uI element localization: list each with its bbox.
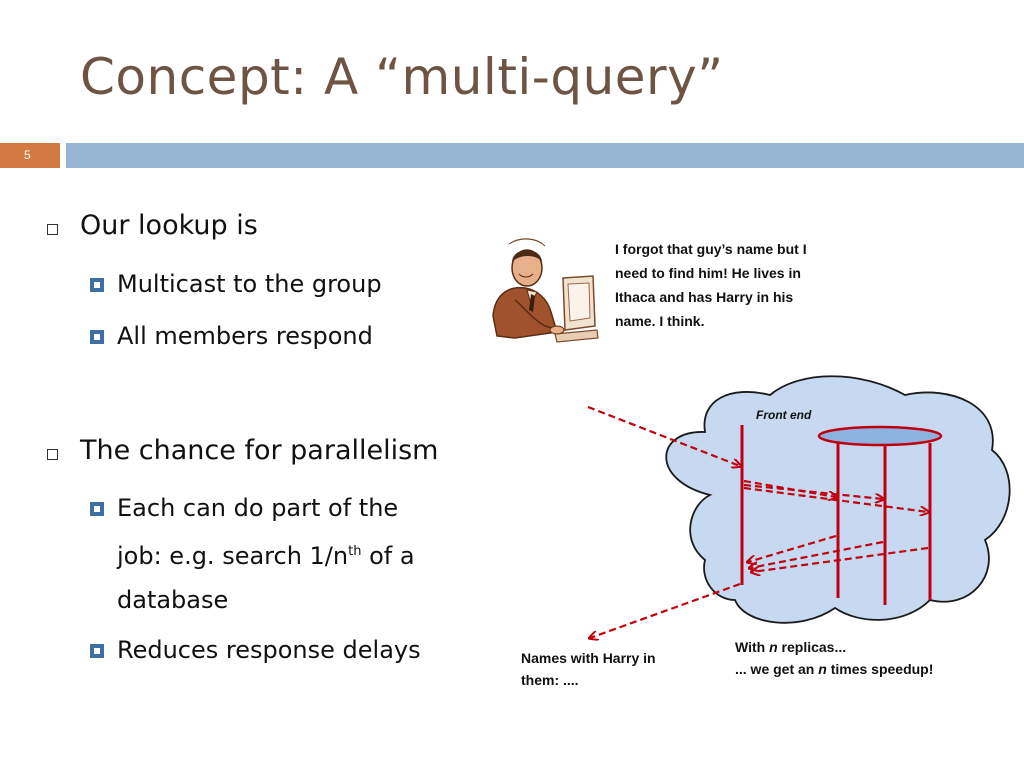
person-at-computer-icon <box>492 238 599 343</box>
front-end-label: Front end <box>756 408 812 422</box>
return-arrow <box>750 540 884 568</box>
fanout-arrow <box>743 483 883 499</box>
text-line: name. I think. <box>615 313 705 329</box>
text-line: database <box>117 586 229 614</box>
database-top <box>817 425 943 447</box>
text-line: ... we get an <box>735 661 819 677</box>
result-arrow <box>590 582 741 638</box>
slide-number: 5 <box>24 148 31 162</box>
query-arrow <box>587 405 740 466</box>
sub-bullet-marker <box>90 644 104 658</box>
text-line: times speedup! <box>826 661 934 677</box>
return-arrow <box>752 546 929 572</box>
text-line: replicas... <box>777 639 847 655</box>
sub-bullet-all-respond: All members respond <box>117 322 373 350</box>
italic-n: n <box>818 661 827 677</box>
sub-bullet-marker <box>90 278 104 292</box>
return-arrow <box>748 534 837 562</box>
text-line: of a <box>361 542 415 570</box>
callout-text: I forgot that guy’s name but I need to f… <box>615 237 807 333</box>
result-label: Names with Harry in them: .... <box>521 647 656 691</box>
sub-bullet-marker <box>90 502 104 516</box>
bullet-marker <box>47 224 58 235</box>
italic-n: n <box>769 639 778 655</box>
text-line: I forgot that guy’s name but I <box>615 241 807 257</box>
text-line: job: e.g. search 1/n <box>117 542 349 570</box>
text-line: Each can do part of the <box>117 494 399 522</box>
text-line: need to find him! He lives in <box>615 265 801 281</box>
bullet-parallelism: The chance for parallelism <box>80 435 439 466</box>
header-bar <box>66 143 1024 168</box>
text-line: them: .... <box>521 672 579 688</box>
sub-bullet-reduces-delays: Reduces response delays <box>117 636 421 664</box>
slide-title: Concept: A “multi-query” <box>80 48 724 106</box>
superscript: th <box>348 544 362 559</box>
speedup-label: With n replicas... ... we get an n times… <box>735 636 933 680</box>
slide-number-box <box>0 143 60 168</box>
bullet-our-lookup: Our lookup is <box>80 210 258 241</box>
sub-bullet-multicast: Multicast to the group <box>117 270 382 298</box>
sub-bullet-marker <box>90 330 104 344</box>
bullet-marker <box>47 449 58 460</box>
sub-bullet-each-part: Each can do part of the job: e.g. search… <box>117 486 415 622</box>
text-line: With <box>735 639 770 655</box>
text-line: Names with Harry in <box>521 650 656 666</box>
text-line: Ithaca and has Harry in his <box>615 289 794 305</box>
fanout-arrow <box>743 486 928 512</box>
